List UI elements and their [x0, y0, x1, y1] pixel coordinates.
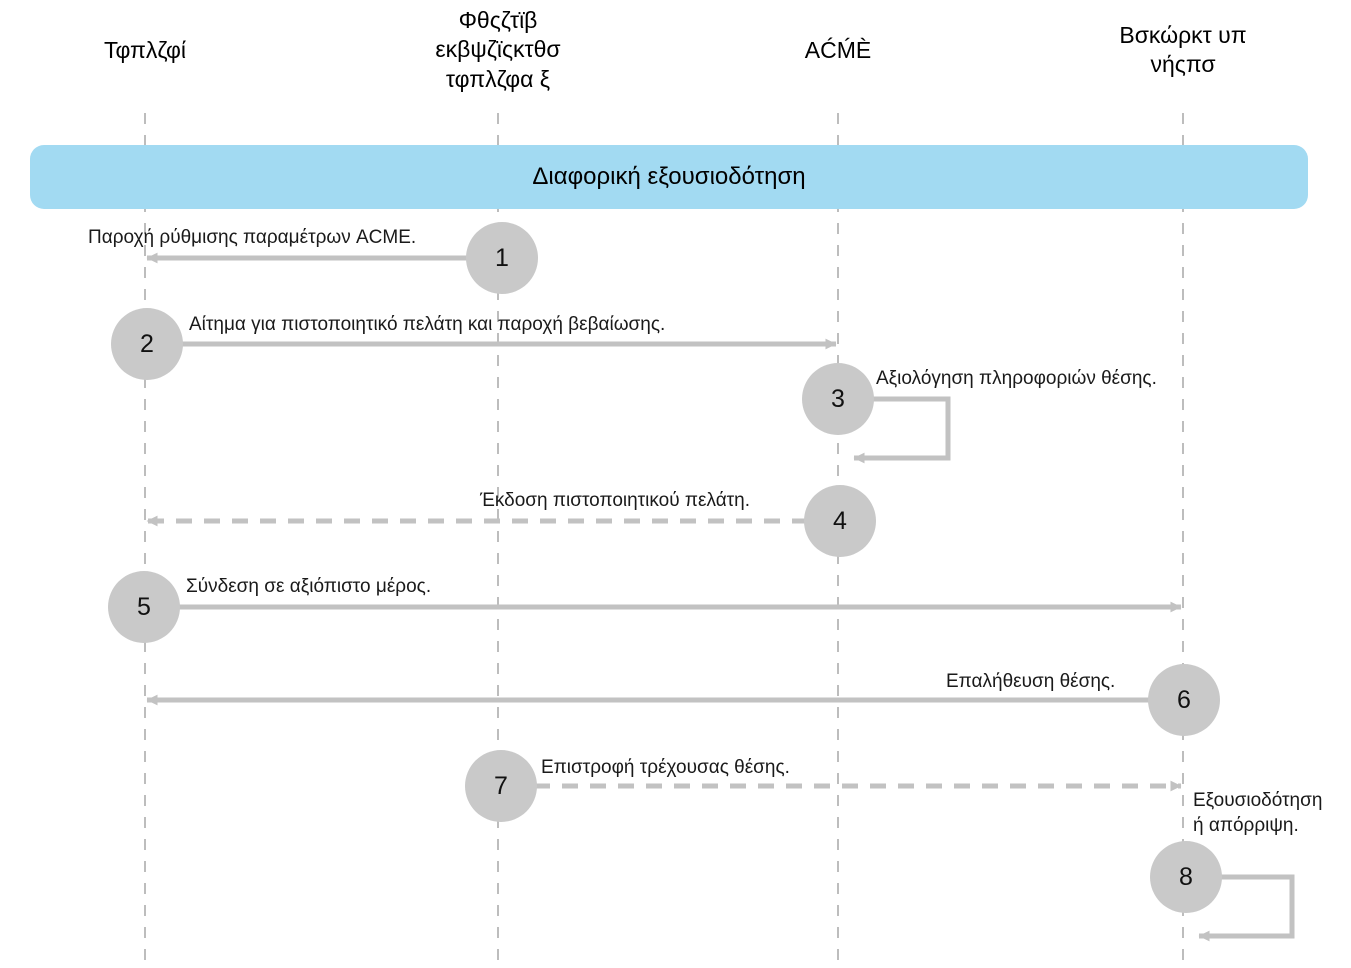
- message-arrows-group: [146, 252, 1295, 942]
- lifeline-header-acme: AĆḾÈ: [668, 36, 1008, 65]
- lifeline-header-relying-party: Βσκώρκτ υπ νήςπσ: [1013, 21, 1351, 80]
- sequence-badge-8[interactable]: 8: [1150, 841, 1222, 913]
- sequence-badge-3[interactable]: 3: [802, 363, 874, 435]
- message-arrow-8: [1183, 874, 1295, 942]
- message-label-8: Εξουσιοδότηση ή απόρριψη.: [1193, 789, 1322, 838]
- sequence-badge-5[interactable]: 5: [108, 571, 180, 643]
- sequence-badge-number: 2: [140, 329, 154, 358]
- frame-banner-differential-authorization: Διαφορική εξουσιοδότηση: [30, 145, 1308, 209]
- message-label-4: Έκδοση πιστοποιητικού πελάτη.: [480, 489, 750, 514]
- sequence-badge-2[interactable]: 2: [111, 308, 183, 380]
- message-label-text: Αξιολόγηση πληροφοριών θέσης.: [876, 368, 1157, 389]
- message-label-1: Παροχή ρύθμισης παραμέτρων ACME.: [88, 226, 416, 251]
- lifeline-header-label: Βσκώρκτ υπ νήςπσ: [1119, 22, 1247, 78]
- message-arrow-3: [838, 396, 951, 464]
- sequence-badge-number: 8: [1179, 862, 1193, 891]
- message-label-5: Σύνδεση σε αξιόπιστο μέρος.: [186, 575, 431, 600]
- message-label-2: Αίτημα για πιστοποιητικό πελάτη και παρο…: [189, 313, 665, 338]
- sequence-badge-number: 6: [1177, 685, 1191, 714]
- message-label-text: Έκδοση πιστοποιητικού πελάτη.: [480, 490, 751, 511]
- message-label-text: Αίτημα για πιστοποιητικό πελάτη και παρο…: [189, 314, 666, 335]
- message-label-6: Επαλήθευση θέσης.: [946, 670, 1115, 695]
- lifeline-header-telematics: Τφπλζφί: [0, 36, 315, 65]
- sequence-badge-7[interactable]: 7: [465, 750, 537, 822]
- lifeline-header-label: AĆḾÈ: [804, 37, 872, 63]
- message-label-text: Σύνδεση σε αξιόπιστο μέρος.: [186, 576, 432, 597]
- message-label-7: Επιστροφή τρέχουσας θέσης.: [541, 756, 790, 781]
- sequence-badge-number: 4: [833, 506, 847, 535]
- sequence-badge-6[interactable]: 6: [1148, 664, 1220, 736]
- sequence-badge-1[interactable]: 1: [466, 222, 538, 294]
- lifeline-header-label: Τφπλζφί: [103, 37, 187, 63]
- sequence-badge-number: 1: [495, 243, 509, 272]
- message-label-text: Επαλήθευση θέσης.: [946, 671, 1116, 692]
- sequence-badge-number: 3: [831, 384, 845, 413]
- message-label-text: Παροχή ρύθμισης παραμέτρων ACME.: [88, 227, 417, 248]
- lifeline-header-provisioning: Φθςζτϊβ εκβψζϊςκτθσ τφπλζφα ξ: [328, 6, 668, 94]
- sequence-badge-4[interactable]: 4: [804, 485, 876, 557]
- sequence-badge-number: 7: [494, 771, 508, 800]
- message-label-text: Εξουσιοδότηση ή απόρριψη.: [1193, 790, 1323, 836]
- frame-banner-label: Διαφορική εξουσιοδότηση: [532, 163, 806, 190]
- lifeline-header-label: Φθςζτϊβ εκβψζϊςκτθσ τφπλζφα ξ: [435, 7, 561, 92]
- message-label-text: Επιστροφή τρέχουσας θέσης.: [541, 757, 790, 778]
- sequence-badge-number: 5: [137, 592, 151, 621]
- message-label-3: Αξιολόγηση πληροφοριών θέσης.: [876, 367, 1157, 392]
